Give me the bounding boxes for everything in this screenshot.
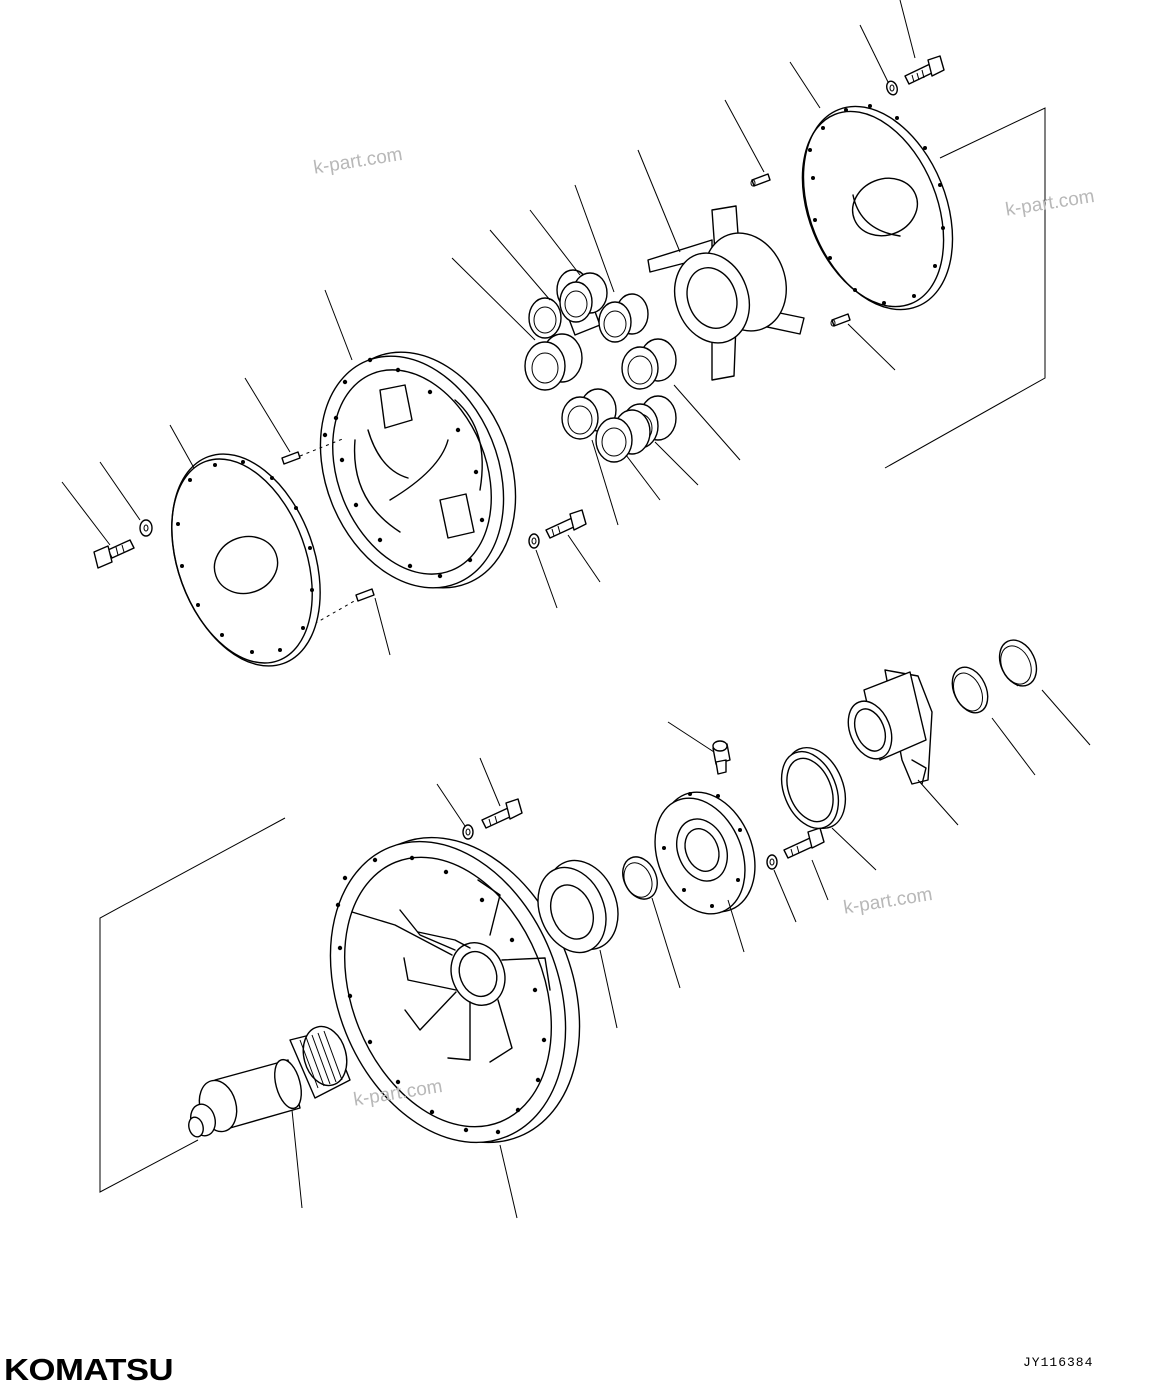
oil-seal <box>780 746 847 830</box>
washer-lower-top <box>462 824 474 840</box>
input-shaft <box>188 1025 351 1138</box>
plate-disc-left <box>171 453 321 667</box>
coupling-sleeve <box>847 669 933 785</box>
komatsu-logo: KOMATSU <box>4 1352 174 1387</box>
snap-ring-right-b <box>998 639 1038 687</box>
snap-ring-middle <box>622 856 658 900</box>
pin-upper-left-a <box>281 451 301 465</box>
washer-lower-right <box>766 854 778 870</box>
washer-upper-middle <box>528 533 540 549</box>
cushion-5 <box>621 338 677 390</box>
washer-upper-left <box>139 519 153 537</box>
coupling-flange <box>319 351 517 589</box>
group-bracket-lower <box>99 817 286 1193</box>
grease-fitting <box>712 740 731 775</box>
bolt-upper-middle <box>545 509 587 539</box>
bolt-top-right <box>904 55 945 85</box>
pin-upper-right-b <box>830 313 851 327</box>
cushion-3 <box>598 293 649 343</box>
leader-lines-upper <box>61 0 916 656</box>
bearing-cage <box>654 791 756 915</box>
snap-ring-right-a <box>951 666 989 714</box>
pin-upper-left-b <box>355 588 375 602</box>
spider-hub <box>647 205 805 381</box>
bolt-lower-top <box>481 798 523 829</box>
cushion-2 <box>559 272 608 323</box>
cushion-4 <box>524 333 583 391</box>
washer-top-right <box>886 80 898 96</box>
drawing-number: JY116384 <box>1023 1355 1094 1370</box>
bolt-lower-right <box>783 827 825 859</box>
bolt-upper-left <box>93 539 135 569</box>
bearing <box>537 859 619 954</box>
cushion-8 <box>595 409 651 463</box>
pin-upper-right-a <box>750 173 771 187</box>
leader-lines-lower <box>291 689 1091 1219</box>
plate-disc-right <box>801 104 954 311</box>
group-bracket-upper <box>884 107 1046 469</box>
flywheel-housing <box>329 836 581 1144</box>
